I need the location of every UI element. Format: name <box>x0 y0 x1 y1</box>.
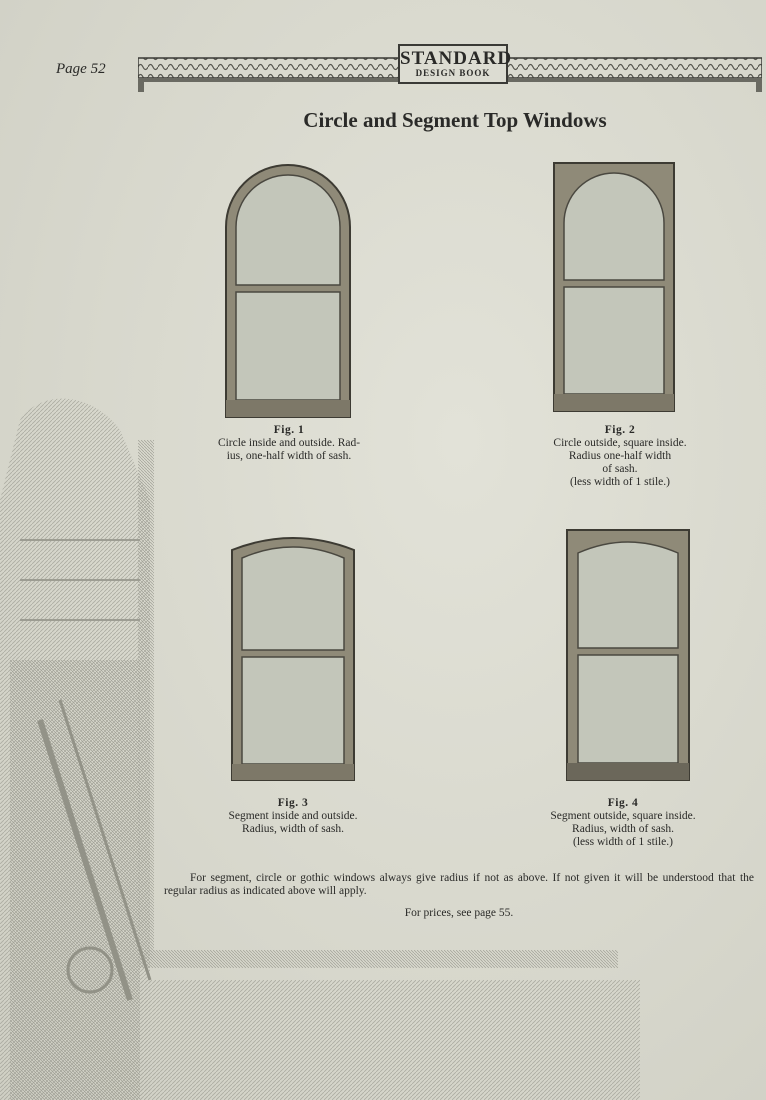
figure-2-label: Fig. 2 <box>604 424 636 436</box>
caption-line: Radius, width of sash. <box>572 823 674 835</box>
circle-top-window-drawing <box>225 164 351 418</box>
engraving-illustration <box>0 398 640 1100</box>
logo-sub-text: DESIGN BOOK <box>415 68 491 78</box>
figure-3-label: Fig. 3 <box>277 797 309 809</box>
caption-line: Segment outside, square inside. <box>550 810 696 822</box>
radius-instructions-note: For segment, circle or gothic windows al… <box>164 872 754 897</box>
figure-1-label: Fig. 1 <box>273 424 305 436</box>
figure-1-caption: Fig. 1 Circle inside and outside. Rad- i… <box>184 424 394 463</box>
circle-top-square-frame-window-drawing <box>553 162 675 412</box>
caption-line: Segment inside and outside. <box>228 810 358 822</box>
caption-line: ius, one-half width of sash. <box>226 450 352 462</box>
figure-1-window <box>224 163 352 419</box>
standard-design-book-logo: STANDARD DESIGN BOOK <box>398 44 513 84</box>
logo-main-text: STANDARD <box>400 48 513 69</box>
figure-4-window <box>566 529 690 781</box>
figure-3-window <box>230 532 356 782</box>
caption-line: Radius, width of sash. <box>242 823 344 835</box>
segment-top-window-drawing <box>231 537 355 781</box>
figure-4-label: Fig. 4 <box>607 797 639 809</box>
figure-2-window <box>553 162 675 412</box>
segment-top-square-frame-window-drawing <box>566 529 690 781</box>
page-number: Page 52 <box>56 61 106 77</box>
caption-line: Radius one-half width <box>568 450 672 462</box>
caption-line: Circle inside and outside. Rad- <box>217 437 361 449</box>
caption-line: (less width of 1 stile.) <box>570 476 670 488</box>
figure-3-caption: Fig. 3 Segment inside and outside. Radiu… <box>188 797 398 836</box>
price-reference-note: For prices, see page 55. <box>404 907 514 919</box>
caption-line: Circle outside, square inside. <box>553 437 687 449</box>
caption-line: of sash. <box>602 463 638 475</box>
figure-4-caption: Fig. 4 Segment outside, square inside. R… <box>518 797 728 849</box>
figure-2-caption: Fig. 2 Circle outside, square inside. Ra… <box>515 424 725 489</box>
caption-line: (less width of 1 stile.) <box>573 836 673 848</box>
page-title: Circle and Segment Top Windows <box>303 108 607 132</box>
